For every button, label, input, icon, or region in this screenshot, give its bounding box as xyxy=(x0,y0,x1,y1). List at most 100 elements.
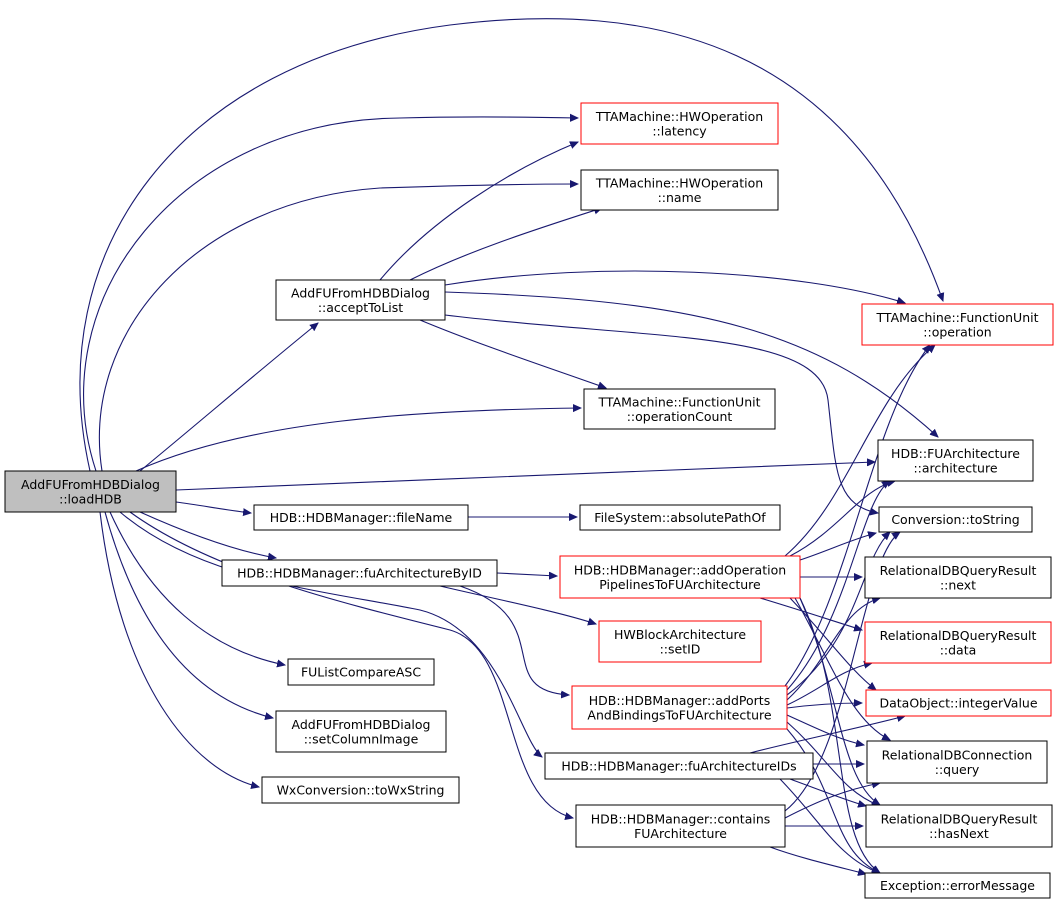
node-errorMessage[interactable]: Exception::errorMessage xyxy=(864,872,1051,899)
node-box[interactable] xyxy=(580,102,779,145)
node-box[interactable] xyxy=(865,689,1052,717)
node-box[interactable] xyxy=(571,685,788,730)
node-label: RelationalDBQueryResult xyxy=(881,811,1038,826)
edge-root-to-latency xyxy=(83,117,578,472)
node-setID[interactable]: HWBlockArchitecture::setID xyxy=(598,620,762,663)
node-box[interactable] xyxy=(878,506,1033,533)
node-label: HWBlockArchitecture xyxy=(614,627,746,642)
node-label: Exception::errorMessage xyxy=(880,878,1035,893)
node-label: DataObject::integerValue xyxy=(879,696,1037,711)
node-next[interactable]: RelationalDBQueryResult::next xyxy=(864,556,1052,599)
edge-fuArchIds-to-hasNext xyxy=(789,778,866,806)
node-toString[interactable]: Conversion::toString xyxy=(878,506,1033,533)
node-label: AndBindingsToFUArchitecture xyxy=(587,707,771,722)
node-addOpPipelines[interactable]: HDB::HDBManager::addOperationPipelinesTo… xyxy=(559,555,801,599)
node-box[interactable] xyxy=(579,504,781,531)
node-data[interactable]: RelationalDBQueryResult::data xyxy=(864,621,1052,664)
node-box[interactable] xyxy=(4,470,177,513)
node-box[interactable] xyxy=(865,804,1053,848)
node-box[interactable] xyxy=(253,504,469,531)
node-box[interactable] xyxy=(287,658,435,686)
node-label: AddFUFromHDBDialog xyxy=(21,477,160,492)
node-addPorts[interactable]: HDB::HDBManager::addPortsAndBindingsToFU… xyxy=(571,685,788,730)
edge-acceptToList-to-architecture xyxy=(444,291,938,437)
node-fuListCompare[interactable]: FUListCompareASC xyxy=(287,658,435,686)
node-label: HDB::HDBManager::fuArchitectureIDs xyxy=(561,759,796,774)
node-box[interactable] xyxy=(598,620,762,663)
node-box[interactable] xyxy=(861,303,1054,346)
edge-root-to-fuArchIds xyxy=(119,511,542,757)
node-label: ::operation xyxy=(923,324,991,339)
node-box[interactable] xyxy=(877,439,1034,482)
edge-addOpPipelines-to-toString xyxy=(799,533,876,561)
edge-addPorts-to-hasNext xyxy=(786,721,880,806)
node-label: AddFUFromHDBDialog xyxy=(291,285,430,300)
node-acceptToList[interactable]: AddFUFromHDBDialog::acceptToList xyxy=(275,279,446,321)
node-hasNext[interactable]: RelationalDBQueryResult::hasNext xyxy=(865,804,1053,848)
node-box[interactable] xyxy=(583,388,776,430)
node-architecture[interactable]: HDB::FUArchitecture::architecture xyxy=(877,439,1034,482)
node-box[interactable] xyxy=(221,559,498,587)
edge-acceptToList-to-hwname xyxy=(409,208,602,281)
node-label: HDB::HDBManager::addPorts xyxy=(589,693,770,708)
node-label: HDB::HDBManager::fuArchitectureByID xyxy=(237,566,482,581)
node-label: HDB::HDBManager::fileName xyxy=(270,510,453,525)
node-operationCount[interactable]: TTAMachine::FunctionUnit::operationCount xyxy=(583,388,776,430)
node-label: ::setID xyxy=(660,641,701,656)
node-label: RelationalDBQueryResult xyxy=(880,563,1037,578)
edge-root-to-fuListCompare xyxy=(109,511,285,665)
edge-root-to-architecture xyxy=(175,462,875,491)
edge-acceptToList-to-latency xyxy=(379,142,578,281)
edge-addPorts-to-query xyxy=(786,714,864,745)
edge-root-to-toWxString xyxy=(99,511,259,787)
node-box[interactable] xyxy=(580,169,779,211)
node-integerValue[interactable]: DataObject::integerValue xyxy=(865,689,1052,717)
node-label: HDB::FUArchitecture xyxy=(891,446,1020,461)
node-toWxString[interactable]: WxConversion::toWxString xyxy=(261,776,460,804)
edge-root-to-containsFU xyxy=(129,511,573,818)
node-absolutePathOf[interactable]: FileSystem::absolutePathOf xyxy=(579,504,781,531)
node-box[interactable] xyxy=(261,776,460,804)
node-label: PipelinesToFUArchitecture xyxy=(599,577,761,592)
node-setColumnImage[interactable]: AddFUFromHDBDialog::setColumnImage xyxy=(275,710,447,753)
node-box[interactable] xyxy=(864,556,1052,599)
nodes: AddFUFromHDBDialog::loadHDBAddFUFromHDBD… xyxy=(4,102,1054,899)
edge-fuArchById-to-addPorts xyxy=(459,585,569,695)
node-label: ::data xyxy=(940,642,977,657)
node-box[interactable] xyxy=(559,555,801,599)
node-box[interactable] xyxy=(544,752,814,780)
node-query[interactable]: RelationalDBConnection::query xyxy=(866,740,1048,784)
node-label: FileSystem::absolutePathOf xyxy=(594,510,766,525)
node-label: ::next xyxy=(940,577,976,592)
node-box[interactable] xyxy=(575,804,786,848)
node-label: ::query xyxy=(935,762,980,777)
edge-root-to-hwname xyxy=(98,184,578,472)
node-box[interactable] xyxy=(866,740,1048,784)
node-fileName[interactable]: HDB::HDBManager::fileName xyxy=(253,504,469,531)
node-label: ::architecture xyxy=(913,460,997,475)
edge-root-to-acceptToList xyxy=(139,323,318,472)
node-label: ::hasNext xyxy=(929,826,989,841)
node-hwname[interactable]: TTAMachine::HWOperation::name xyxy=(580,169,779,211)
node-fuArchIds[interactable]: HDB::HDBManager::fuArchitectureIDs xyxy=(544,752,814,780)
edge-root-to-fileName xyxy=(175,501,251,513)
node-label: WxConversion::toWxString xyxy=(277,783,445,798)
edge-addOpPipelines-to-query xyxy=(794,597,890,741)
node-box[interactable] xyxy=(275,710,447,753)
node-latency[interactable]: TTAMachine::HWOperation::latency xyxy=(580,102,779,145)
node-fuOperation[interactable]: TTAMachine::FunctionUnit::operation xyxy=(861,303,1054,346)
node-fuArchById[interactable]: HDB::HDBManager::fuArchitectureByID xyxy=(221,559,498,587)
node-root[interactable]: AddFUFromHDBDialog::loadHDB xyxy=(4,470,177,513)
node-label: ::setColumnImage xyxy=(304,731,419,746)
edge-containsFU-to-toString xyxy=(784,532,900,812)
node-box[interactable] xyxy=(864,621,1052,664)
edge-addPorts-to-errorMessage xyxy=(786,728,880,874)
node-label: RelationalDBQueryResult xyxy=(880,628,1037,643)
node-label: FUArchitecture xyxy=(634,826,727,841)
edges xyxy=(79,18,943,874)
node-box[interactable] xyxy=(864,872,1051,899)
node-label: RelationalDBConnection xyxy=(882,747,1033,762)
node-box[interactable] xyxy=(275,279,446,321)
edge-addOpPipelines-to-fuOperation xyxy=(784,345,935,557)
